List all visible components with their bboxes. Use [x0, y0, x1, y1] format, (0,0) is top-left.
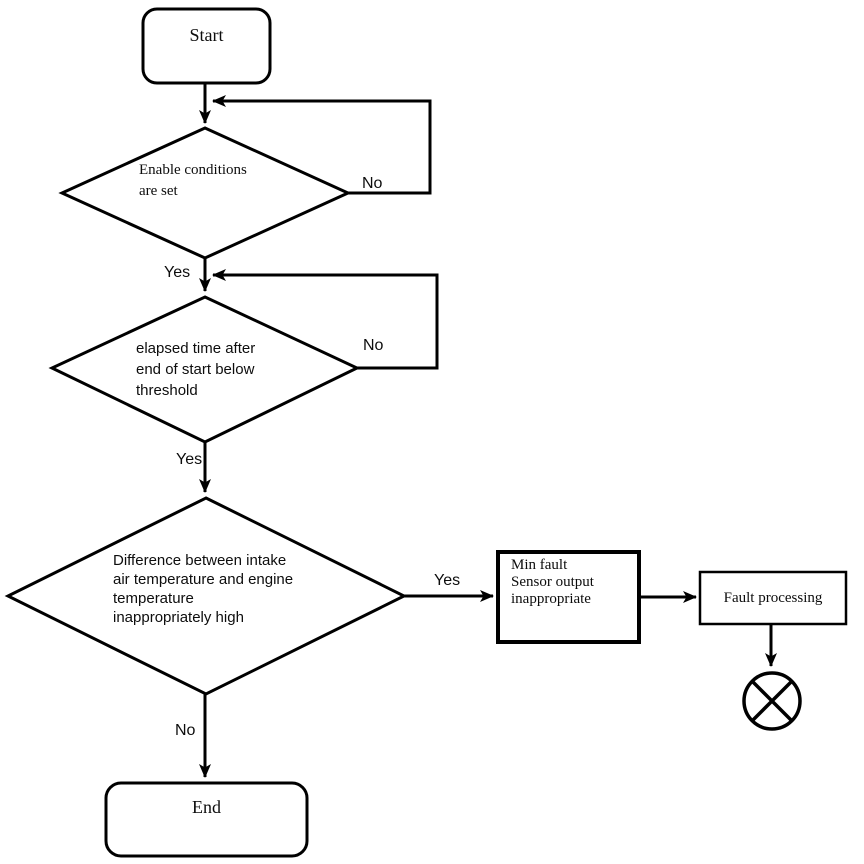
edge-enable-no-loop [212, 95, 432, 195]
fault-processing-box [698, 570, 848, 626]
edge-elapsed-no-loop [212, 269, 439, 370]
min-fault-box [496, 550, 641, 644]
enable-conditions-diamond [58, 126, 352, 260]
end-terminator-icon [742, 671, 802, 731]
end-node-shape [104, 781, 309, 858]
elapsed-time-diamond [48, 295, 361, 444]
start-node-shape [141, 7, 272, 85]
temp-difference-diamond [4, 496, 408, 696]
